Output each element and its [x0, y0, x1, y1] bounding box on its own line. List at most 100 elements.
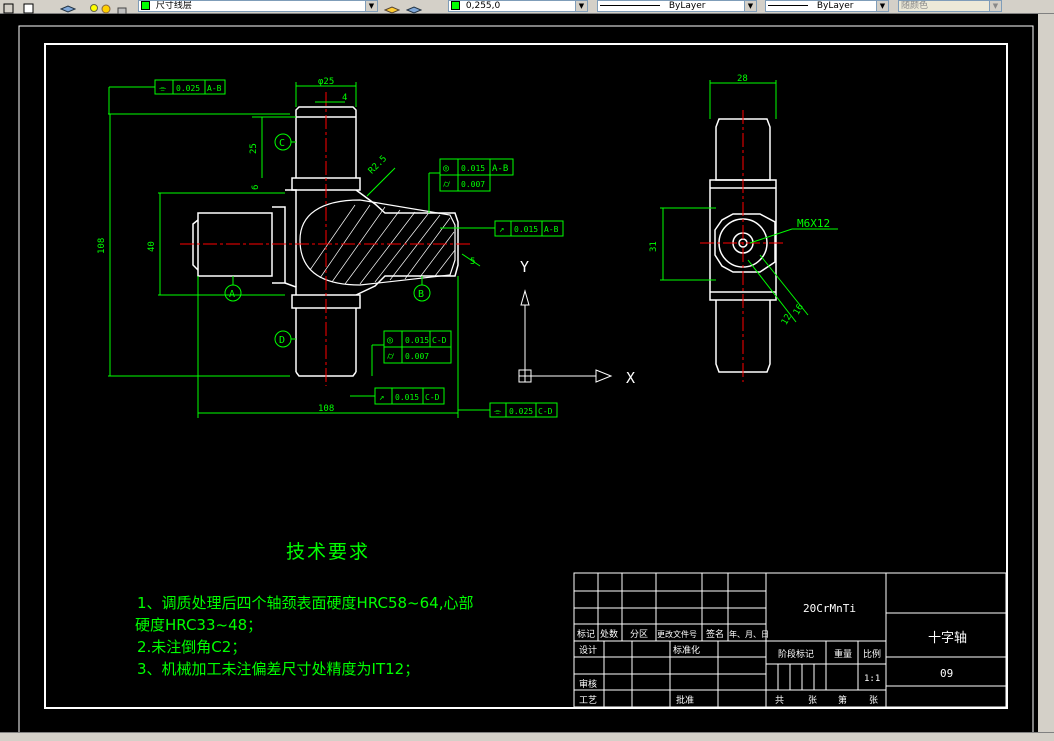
tb-total: 共	[775, 695, 784, 706]
lightbulb-icon[interactable]	[88, 0, 102, 12]
ucs-x-label: X	[626, 369, 635, 387]
dim-thread: M6X12	[797, 217, 830, 230]
tb-count: 处数	[600, 628, 618, 640]
tb-sheets: 张	[808, 695, 817, 706]
fcf-bottom-runout: ↗ 0.015 C-D	[374, 387, 445, 405]
fcf-datum: A-B	[492, 164, 508, 174]
dim-length-25: 25	[249, 143, 259, 154]
fcf-symbol: ◎	[443, 163, 449, 174]
layer-previous-icon[interactable]	[405, 0, 423, 14]
fcf-symbol: ↗	[499, 225, 504, 235]
tb-approve: 批准	[676, 694, 694, 706]
tech-requirement-line-2: 硬度HRC33~48；	[135, 616, 263, 634]
dim-height-40: 40	[147, 241, 157, 252]
fcf-bottom-cylindricity: ⌭ 0.007	[383, 346, 452, 364]
lineweight-value: ByLayer	[816, 1, 854, 11]
datum-letters: C A B D	[229, 138, 424, 346]
fcf-value: 0.015	[461, 164, 485, 173]
tb-part-name: 十字轴	[928, 631, 967, 646]
layers-icon[interactable]	[59, 0, 77, 13]
fcf-right-circularity: ◎ 0.015 A-B	[439, 158, 514, 176]
plotstyle-value: 随颜色	[901, 1, 929, 11]
fcf-datum: A-B	[544, 225, 559, 234]
linetype-dropdown[interactable]: ByLayer ▼	[597, 0, 757, 12]
fcf-value: 0.025	[509, 407, 533, 416]
dim-small-6: 6	[251, 185, 261, 190]
fcf-right-runout: ↗ 0.015 A-B	[494, 220, 564, 237]
inner-frame	[44, 43, 1008, 709]
fcf-value: 0.007	[461, 180, 485, 189]
tb-mark: 标记	[577, 628, 595, 640]
drawing-canvas[interactable]	[0, 14, 1054, 741]
linetype-preview	[600, 5, 660, 6]
fcf-datum: A-B	[207, 84, 222, 93]
layer-dropdown[interactable]: 尺寸线层 ▼	[138, 0, 378, 12]
fcf-top-left: ⌯ 0.025 A-B	[154, 79, 226, 95]
toolbar-button-left[interactable]	[2, 0, 16, 14]
chevron-down-icon[interactable]: ▼	[365, 1, 377, 11]
fcf-bottom-symmetry: ⌯ 0.025 C-D	[489, 402, 558, 418]
front-dimensions	[108, 82, 495, 418]
fcf-right-cylindricity: ⌭ 0.007	[439, 174, 491, 192]
tech-requirements-title: 技术要求	[286, 541, 371, 563]
color-swatch	[451, 1, 460, 10]
chevron-down-icon[interactable]: ▼	[744, 1, 756, 11]
tb-zone: 分区	[630, 629, 648, 640]
horizontal-scrollbar[interactable]	[0, 732, 1054, 741]
color-dropdown[interactable]: 0,255,0 ▼	[448, 0, 588, 12]
fcf-symbol: ⌯	[159, 84, 167, 94]
side-dimensions	[660, 80, 838, 323]
tb-scale-label: 比例	[863, 648, 881, 660]
fcf-datum: C-D	[432, 336, 447, 345]
dim-radius: R2.5	[367, 154, 389, 176]
datum-a-letter: A	[229, 289, 235, 300]
datum-b-letter: B	[418, 289, 424, 300]
datum-d-letter: D	[279, 335, 285, 346]
ucs-icon	[518, 289, 613, 383]
fcf-datum: C-D	[425, 393, 440, 402]
fcf-symbol: ⌭	[387, 351, 395, 362]
side-dimension-text: 28 31 M6X12 12 16	[649, 74, 830, 327]
tb-scale: 1:1	[864, 674, 880, 684]
dim-top-diameter: φ25	[318, 77, 334, 87]
front-center-lines	[180, 92, 470, 386]
tb-drawing-no: 09	[940, 667, 953, 680]
vertical-scrollbar[interactable]	[1038, 14, 1054, 732]
lineweight-dropdown[interactable]: ByLayer ▼	[765, 0, 889, 12]
fcf-value: 0.015	[514, 225, 538, 234]
plotstyle-dropdown[interactable]: 随颜色 ▼	[898, 0, 1002, 12]
tech-requirement-line-1: 1、调质处理后四个轴颈表面硬度HRC58~64,心部	[137, 594, 474, 612]
layer-color-swatch	[141, 1, 150, 10]
tb-material: 20CrMnTi	[803, 602, 856, 615]
color-value: 0,255,0	[465, 1, 501, 11]
chevron-down-icon[interactable]: ▼	[575, 1, 587, 11]
fcf-datum: C-D	[538, 407, 553, 416]
linetype-value: ByLayer	[668, 1, 706, 11]
tb-stage-mark: 阶段标记	[778, 648, 814, 660]
tb-design: 设计	[579, 644, 597, 656]
dim-side-height: 31	[649, 241, 659, 252]
toolbar-button-2[interactable]	[22, 0, 36, 14]
datum-c-letter: C	[279, 138, 285, 149]
ucs-y-label: Y	[520, 258, 529, 276]
tb-signature: 签名	[706, 628, 724, 640]
fcf-symbol: ↗	[379, 393, 384, 403]
make-current-layer-icon[interactable]	[383, 0, 401, 14]
fcf-symbol: ⌯	[494, 407, 502, 417]
dim-side-width: 28	[737, 74, 748, 84]
lineweight-preview	[768, 5, 808, 6]
datum-markers	[224, 133, 431, 348]
dim-depth2: 16	[792, 303, 806, 317]
tb-change-doc: 更改文件号	[657, 629, 697, 639]
fcf-value: 0.007	[405, 352, 429, 361]
fcf-bottom-circularity: ◎ 0.015 C-D	[383, 330, 452, 348]
sun-icon[interactable]	[100, 0, 114, 14]
title-block-text: 20CrMnTi 十字轴 09 1:1 标记 处数 分区 更改文件号 签名 年、…	[577, 602, 967, 706]
layer-name: 尺寸线层	[155, 1, 192, 11]
chevron-down-icon[interactable]: ▼	[876, 1, 888, 11]
tech-requirement-line-3: 2.未注倒角C2；	[137, 638, 247, 656]
chevron-down-icon[interactable]: ▼	[989, 1, 1001, 11]
properties-toolbar: 尺寸线层 ▼ 0,255,0 ▼ ByLayer ▼ ByLayer ▼ 随颜色…	[0, 0, 1054, 15]
tb-sheet: 张	[869, 695, 878, 706]
tb-date: 年、月、日	[729, 629, 769, 639]
